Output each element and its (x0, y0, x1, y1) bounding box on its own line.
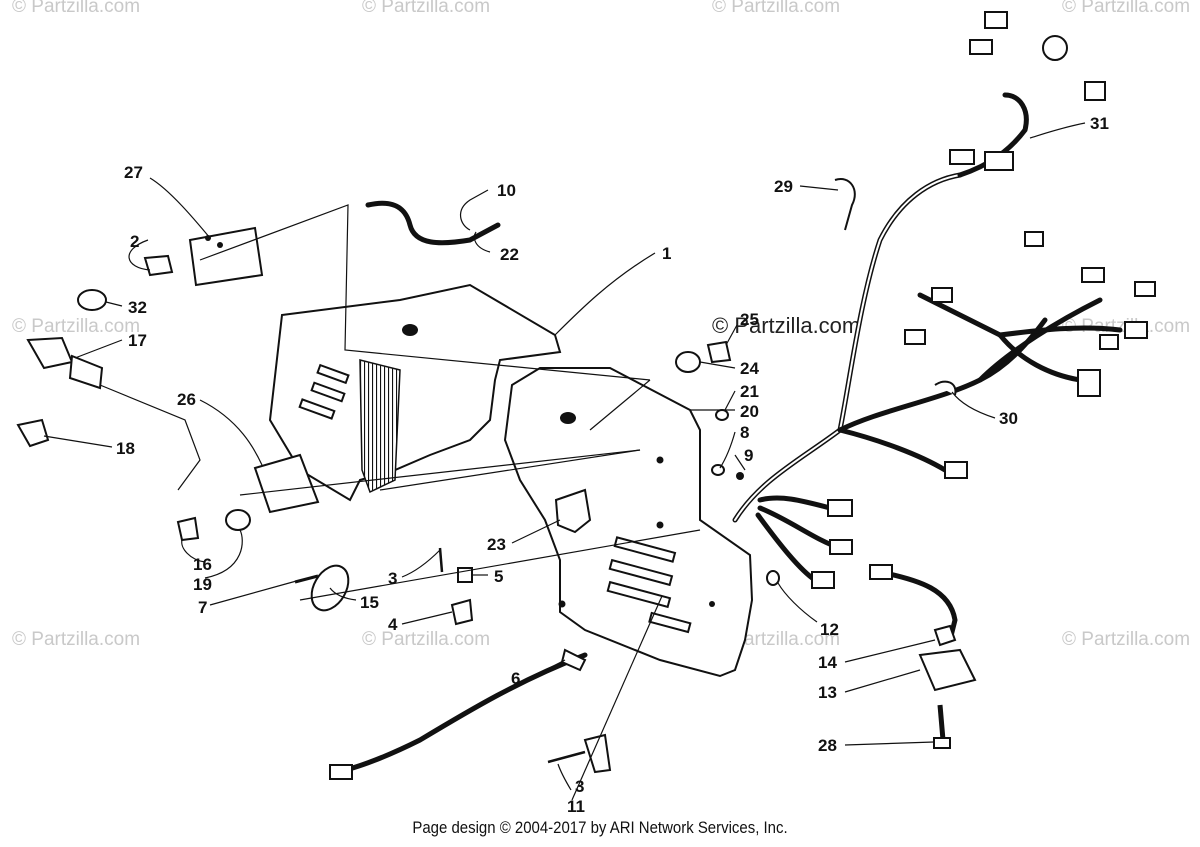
callout-label-13: 13 (818, 683, 837, 702)
callout-label-8: 8 (740, 423, 749, 442)
callout-label-12: 12 (820, 620, 839, 639)
callout-label-5: 5 (494, 567, 503, 586)
watermark-text: © Partzilla.com (1062, 629, 1190, 650)
grommet-12 (766, 570, 780, 586)
switch-17 (26, 336, 74, 370)
callout-label-1: 1 (662, 244, 671, 263)
callout-label-29: 29 (774, 177, 793, 196)
harness-clip-30 (934, 380, 957, 396)
bracket-4 (450, 598, 474, 626)
washer-8 (711, 464, 725, 476)
grommet-19 (225, 509, 251, 531)
callout-label-4: 4 (388, 615, 398, 634)
clip-16 (176, 516, 200, 542)
callout-labels: 27 2 10 22 1 32 17 26 18 16 19 7 3 5 15 … (116, 114, 1109, 816)
connector-plug (984, 151, 1014, 171)
nut-32 (77, 289, 107, 311)
callout-label-28: 28 (818, 736, 837, 755)
watermark-text: © Partzilla.com (12, 316, 140, 337)
watermark-center-text: © Partzilla.com (712, 313, 860, 338)
vent-slots-right (606, 536, 692, 634)
connector-plug (869, 564, 893, 580)
bracket-plate-27 (188, 226, 264, 287)
bolt-28 (933, 737, 951, 749)
mount-hole (560, 412, 576, 424)
switch-2 (143, 254, 174, 277)
connector-plug (949, 149, 975, 165)
watermark-text: © Partzilla.com (362, 629, 490, 650)
console-housing (268, 283, 754, 678)
clip-11 (583, 733, 612, 774)
watermark-text: © Partzilla.com (362, 0, 490, 17)
callout-label-19: 19 (193, 575, 212, 594)
connector-plug (944, 461, 968, 479)
callout-label-32: 32 (128, 298, 147, 317)
washer-21 (715, 409, 729, 421)
connector-plug (1124, 321, 1148, 339)
callout-label-23: 23 (487, 535, 506, 554)
footer-copyright: Page design © 2004-2017 by ARI Network S… (412, 818, 788, 837)
connector-round (1042, 35, 1068, 61)
regulator-13 (918, 648, 977, 692)
callout-label-22: 22 (500, 245, 519, 264)
connector-plug (829, 539, 853, 555)
callout-label-6: 6 (511, 669, 520, 688)
callout-label-24: 24 (740, 359, 759, 378)
callout-label-2: 2 (130, 232, 139, 251)
harness-clip-29 (834, 178, 856, 231)
callout-label-31: 31 (1090, 114, 1109, 133)
screw-9 (736, 472, 744, 480)
callout-label-7: 7 (198, 598, 207, 617)
connector-plug (1084, 81, 1106, 101)
connector-plug (1024, 231, 1044, 247)
nut-14 (933, 624, 957, 647)
watermark-text: © Partzilla.com (1062, 0, 1190, 17)
connector-plug (904, 329, 926, 345)
callout-label-16: 16 (193, 555, 212, 574)
callout-label-26: 26 (177, 390, 196, 409)
callout-label-17: 17 (128, 331, 147, 350)
nut-25 (706, 340, 732, 364)
connector-plug (811, 571, 835, 589)
leader-lines (43, 122, 1086, 801)
connector-plug (1081, 267, 1105, 283)
vent-slots-left (298, 363, 350, 420)
connector-plug (329, 764, 353, 780)
connector-plug (1077, 369, 1101, 397)
callout-label-11: 11 (567, 797, 585, 816)
console-opening (359, 359, 401, 494)
callout-label-18: 18 (116, 439, 135, 458)
callout-label-3: 3 (575, 777, 584, 796)
mount-hole (402, 324, 418, 336)
wiring-harness (329, 11, 1156, 780)
watermark-text: © Partzilla.com (12, 0, 140, 17)
connector-plug (969, 39, 993, 55)
callout-label-15: 15 (360, 593, 379, 612)
callout-label-14: 14 (818, 653, 837, 672)
washer-24 (675, 351, 701, 373)
callout-label-3: 3 (388, 569, 397, 588)
small-parts (16, 200, 977, 774)
clip-18 (16, 418, 50, 448)
callout-label-9: 9 (744, 446, 753, 465)
watermark-text: © Partzilla.com (712, 0, 840, 17)
connector-plug (1134, 281, 1156, 297)
connector-plug (827, 499, 853, 517)
watermark-text: © Partzilla.com (12, 629, 140, 650)
callout-label-20: 20 (740, 402, 759, 421)
callout-label-27: 27 (124, 163, 143, 182)
callout-label-21: 21 (740, 382, 759, 401)
bolt-6 (560, 648, 587, 672)
connector-plug (1099, 334, 1119, 350)
connector-plug (931, 287, 953, 303)
plate-26 (253, 453, 320, 514)
callout-label-25: 25 (740, 310, 759, 329)
connector-plug (984, 11, 1008, 29)
console-tower (503, 367, 754, 678)
callout-label-30: 30 (999, 409, 1018, 428)
callout-label-10: 10 (497, 181, 516, 200)
switch-17-body (68, 354, 104, 390)
